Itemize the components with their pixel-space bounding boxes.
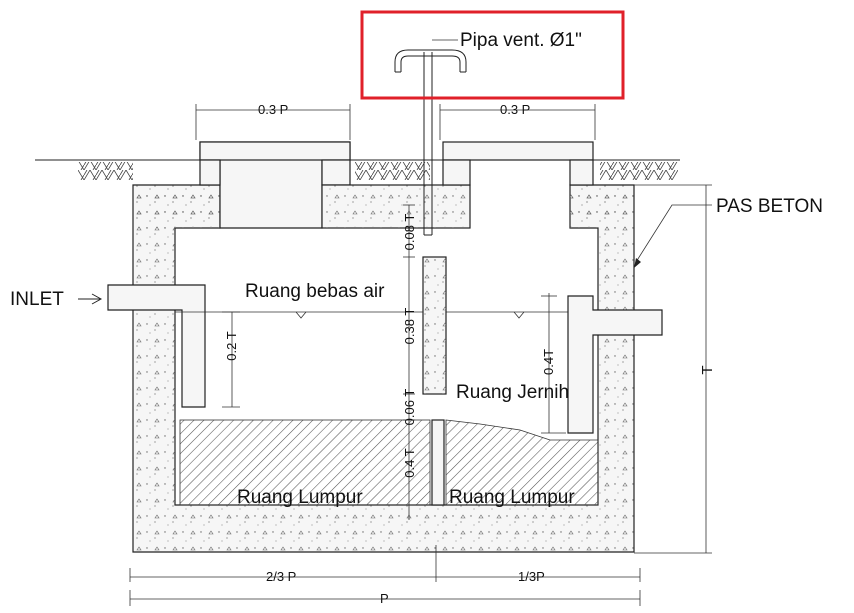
sludge-left-label: Ruang Lumpur [237,487,363,508]
dim-bottom-right: 1/3P [518,569,545,584]
dim-baffle-height: 0.38 T [402,308,417,345]
right-cover [442,141,594,161]
air-space-label: Ruang bebas air [245,281,385,302]
dim-bottom-total: P [380,591,389,606]
outlet-pipe [567,295,663,434]
highlight-box [360,10,625,100]
dim-top-right: 0.3 P [500,102,530,117]
inlet-pipe [107,284,206,408]
concrete-label: PAS BETON [716,196,823,217]
soil-middle [355,162,430,180]
dim-baffle-bottom: 0.06 T [402,389,417,426]
soil-left [78,162,133,180]
sludge-area-left [179,419,431,506]
dim-baffle-top: 0.08 T [402,214,417,251]
sludge-right-label: Ruang Lumpur [449,487,575,508]
dim-top-left: 0.3 P [258,102,288,117]
dim-total-height: T [699,365,716,374]
sludge-area-right [445,419,599,506]
sludge-divider [431,419,445,506]
clear-room-label: Ruang Jernih [456,382,569,403]
dim-bottom-left: 2/3 P [266,569,296,584]
dim-outlet-drop: 0.4T [541,349,556,375]
dim-inlet-drop: 0.2 T [224,331,239,360]
vent-pipe-label: Pipa vent. Ø1" [460,30,582,51]
vent-cap [394,49,467,72]
inlet-label: INLET [10,289,64,310]
dim-sludge-depth: 0.4 T [402,448,417,477]
soil-right [600,162,678,180]
